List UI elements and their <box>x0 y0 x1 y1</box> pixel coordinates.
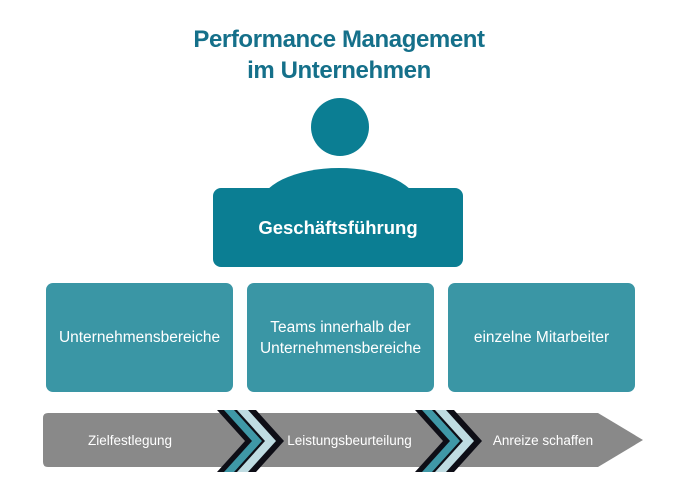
process-step-label: Leistungsbeurteilung <box>287 432 412 448</box>
chevron-double-right-icon <box>415 410 482 472</box>
management-box: Geschäftsführung <box>213 188 463 267</box>
title-line-1: Performance Management <box>193 26 485 53</box>
process-step-anreize: Anreize schaffen <box>487 413 599 467</box>
process-step-zielfestlegung: Zielfestlegung <box>43 413 217 467</box>
process-step-label: Zielfestlegung <box>87 432 173 448</box>
person-icon <box>259 98 419 246</box>
process-step-leistungsbeurteilung: Leistungsbeurteilung <box>281 413 418 467</box>
title-line-2: im Unternehmen <box>247 57 431 84</box>
person-icon-head <box>311 98 369 156</box>
level-box-unternehmensbereiche: Unternehmensbereiche <box>46 283 233 392</box>
chevron-double-right-icon <box>217 410 284 472</box>
page-title: Performance Management im Unternehmen <box>0 24 678 86</box>
management-box-label: Geschäftsführung <box>258 216 418 238</box>
level-box-label: Unternehmensbereiche <box>58 329 221 346</box>
level-box-label: einzelne Mitarbeiter <box>473 329 610 346</box>
level-box-label: Teams innerhalb der Unternehmensbereiche <box>259 318 422 357</box>
level-box-teams: Teams innerhalb der Unternehmensbereiche <box>247 283 434 392</box>
level-box-mitarbeiter: einzelne Mitarbeiter <box>448 283 635 392</box>
process-step-label: Anreize schaffen <box>492 432 594 448</box>
process-arrow <box>43 413 643 467</box>
